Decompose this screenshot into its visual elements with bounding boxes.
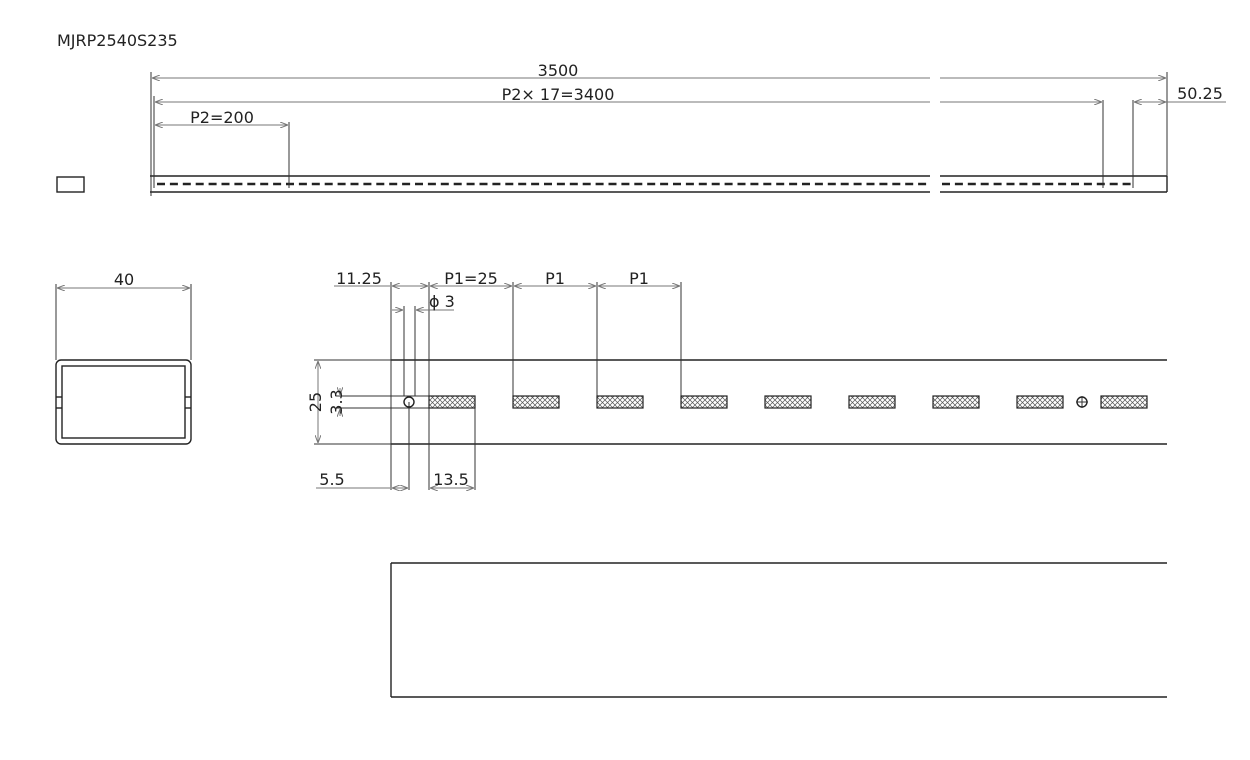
hole-diameter-label: ϕ 3 bbox=[429, 292, 455, 311]
hole bbox=[1076, 396, 1088, 408]
slot bbox=[512, 395, 560, 409]
slot bbox=[932, 395, 980, 409]
detail-view: 11.25 P1=25 P1 P1 ϕ 3 25 3.3 5.5 13.5 bbox=[306, 269, 1167, 490]
edge-offset-label: 11.25 bbox=[336, 269, 382, 288]
p1-label: P1=25 bbox=[444, 269, 498, 288]
section-symbol bbox=[56, 176, 85, 193]
pitch-total-label: P2× 17=3400 bbox=[502, 85, 615, 104]
hole bbox=[403, 396, 415, 408]
slot bbox=[680, 395, 728, 409]
slot bbox=[596, 395, 644, 409]
hole-offset-label: 5.5 bbox=[319, 470, 344, 489]
p2-label: P2=200 bbox=[190, 108, 254, 127]
slot-group bbox=[428, 395, 1148, 409]
section-view: 40 bbox=[55, 270, 192, 445]
width-label: 40 bbox=[114, 270, 134, 289]
slot-length-label: 13.5 bbox=[433, 470, 469, 489]
slot bbox=[1016, 395, 1064, 409]
height-label: 25 bbox=[306, 392, 325, 412]
slot bbox=[1100, 395, 1148, 409]
slot bbox=[764, 395, 812, 409]
side-view bbox=[390, 562, 1167, 698]
slot bbox=[428, 395, 476, 409]
top-view: 3500 P2× 17=3400 P2=200 50.25 bbox=[56, 61, 1226, 196]
overall-length-label: 3500 bbox=[538, 61, 579, 80]
p1-label-3: P1 bbox=[629, 269, 649, 288]
part-number-title: MJRP2540S235 bbox=[57, 31, 178, 50]
p1-label-2: P1 bbox=[545, 269, 565, 288]
end-offset-label: 50.25 bbox=[1177, 84, 1223, 103]
slot-height-label: 3.3 bbox=[327, 389, 346, 414]
slot bbox=[848, 395, 896, 409]
